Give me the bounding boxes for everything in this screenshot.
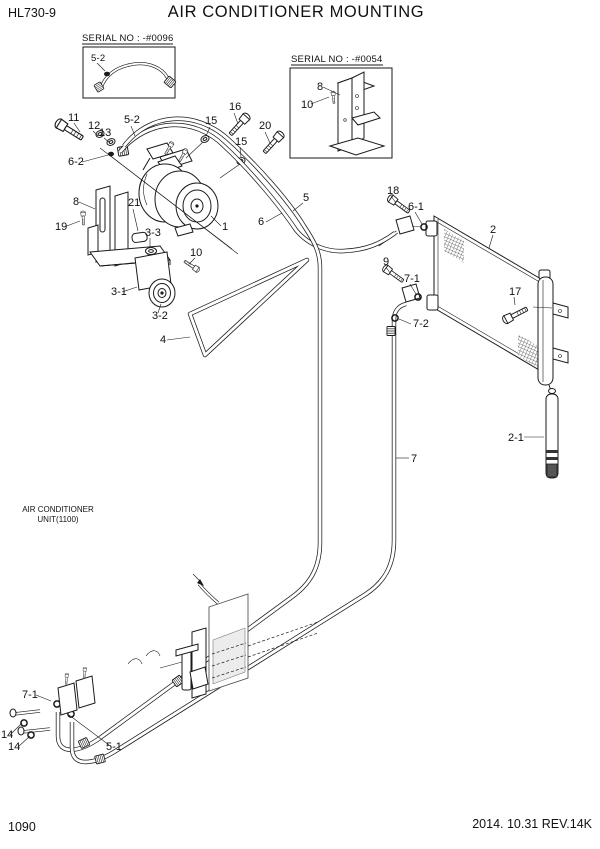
inset-box-0096: SERIAL NO : -#0096 5-2	[82, 33, 177, 99]
callout-13: 13	[99, 127, 111, 139]
drive-belt	[187, 257, 310, 358]
callout-16: 16	[229, 101, 241, 113]
assembly-axis-lines	[99, 141, 241, 255]
callout-4: 4	[160, 334, 166, 346]
callout-6-1: 6-1	[408, 201, 424, 213]
unit-note-line1: AIR CONDITIONER	[22, 505, 94, 514]
pipe-stubs-bottom-left	[9, 666, 96, 739]
callout-1: 1	[222, 221, 228, 233]
bracket-drawing	[328, 71, 386, 156]
serial-note-0054: SERIAL NO : -#0054	[291, 54, 382, 65]
callout-5: 5	[303, 192, 309, 204]
callout-17: 17	[509, 286, 521, 298]
callout-2-1: 2-1	[508, 432, 524, 444]
callout-21: 21	[128, 197, 140, 209]
callout-7: 7	[411, 453, 417, 465]
callout-14b: 14	[8, 741, 20, 753]
compressor	[131, 155, 219, 243]
callout-15b: 15	[235, 136, 247, 148]
callout-3-2: 3-2	[152, 310, 168, 322]
callout-5-2: 5-2	[124, 114, 140, 126]
callout-12: 12	[88, 120, 100, 132]
hoses	[55, 116, 407, 765]
model-code: HL730-9	[8, 6, 56, 20]
callout-7-2: 7-2	[413, 318, 429, 330]
callout-20: 20	[259, 120, 271, 132]
callout-5-1: 5-1	[106, 741, 122, 753]
callout-7-1: 7-1	[404, 273, 420, 285]
unit-note: AIR CONDITIONER UNIT(1100)	[22, 505, 94, 524]
callout-3-3: 3-3	[145, 227, 161, 239]
serial-note-0096: SERIAL NO : -#0096	[82, 33, 173, 44]
tensioner	[134, 247, 201, 308]
callout-19: 19	[55, 221, 67, 233]
callout-11: 11	[68, 112, 79, 124]
callouts: 11 12 13 5-2 15 16 15 20 6-2 8 19 21 1 3…	[1, 101, 544, 753]
page-title: AIR CONDITIONER MOUNTING	[168, 3, 424, 21]
condenser	[425, 215, 569, 392]
callout-15a: 15	[205, 115, 217, 127]
callout-3-1: 3-1	[111, 286, 127, 298]
callout-2: 2	[490, 224, 496, 236]
callout-10: 10	[190, 247, 202, 259]
callout-14a: 14	[1, 729, 13, 741]
callout-9: 9	[383, 256, 389, 268]
page-number: 1090	[8, 820, 36, 834]
callout-6: 6	[258, 216, 264, 228]
callout-18: 18	[387, 185, 399, 197]
revision-note: 2014. 10.31 REV.14K	[472, 817, 592, 831]
callout-6-2: 6-2	[68, 156, 84, 168]
callout-7-1b: 7-1	[22, 689, 38, 701]
inset-box-0054: SERIAL NO : -#0054 8 10	[289, 54, 393, 159]
callout-box2-8: 8	[317, 81, 323, 93]
evaporator-unit	[127, 573, 319, 699]
unit-note-line2: UNIT(1100)	[37, 515, 79, 524]
leader-lines	[9, 112, 544, 748]
callout-box2-10: 10	[301, 99, 313, 111]
callout-8: 8	[73, 196, 79, 208]
receiver-drier	[545, 388, 559, 479]
callout-box1-5-2: 5-2	[91, 53, 105, 64]
